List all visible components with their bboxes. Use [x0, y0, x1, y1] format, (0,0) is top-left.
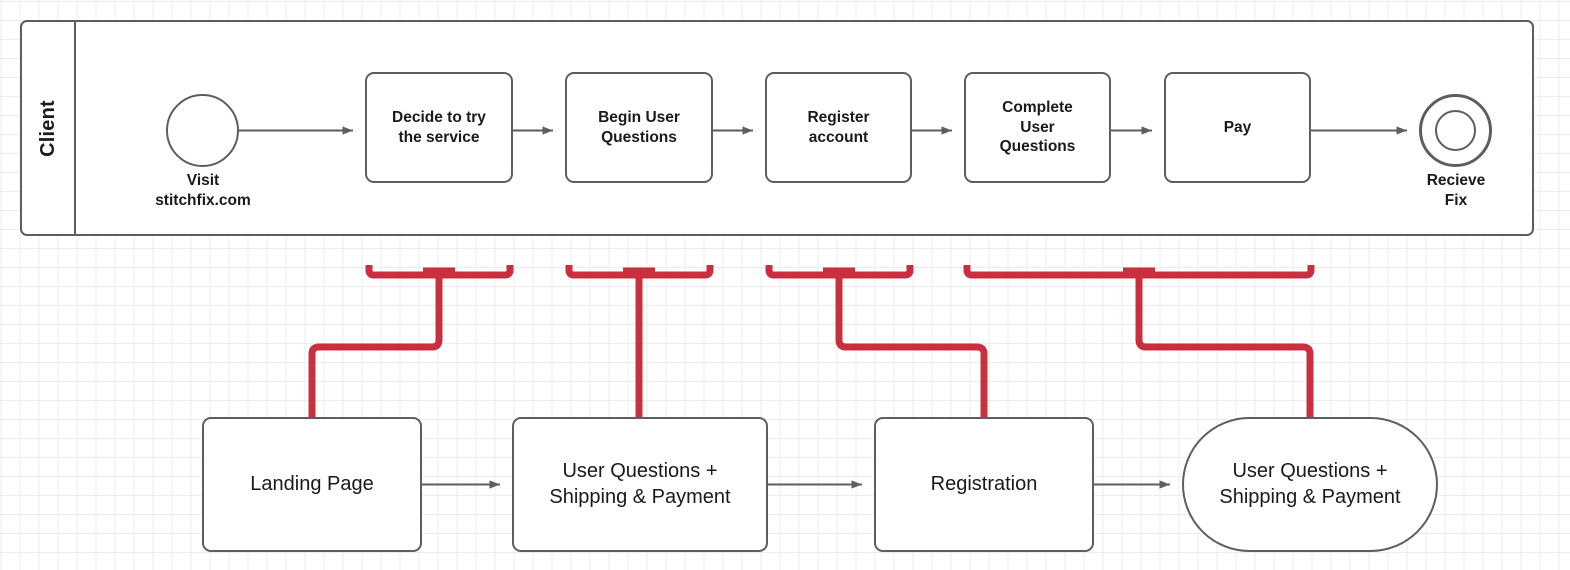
bracket-2-span[interactable] [565, 265, 714, 279]
task-begin-user-questions[interactable]: Begin User Questions [565, 72, 713, 183]
screen-registration[interactable]: Registration [874, 417, 1094, 552]
swimlane-lane-label: Client [36, 99, 59, 157]
start-event-circle[interactable] [166, 94, 239, 167]
swimlane-lane-header[interactable]: Client [22, 22, 76, 234]
bracket-4-span[interactable] [963, 265, 1315, 279]
screen-landing-page[interactable]: Landing Page [202, 417, 422, 552]
screen-user-questions-shipping-payment-1[interactable]: User Questions + Shipping & Payment [512, 417, 768, 552]
bracket-1-span[interactable] [365, 265, 514, 279]
task-pay[interactable]: Pay [1164, 72, 1311, 183]
end-event-inner-circle [1435, 110, 1476, 151]
task-decide-to-try-the-service[interactable]: Decide to try the service [365, 72, 513, 183]
bracket-3-span[interactable] [765, 265, 914, 279]
task-register-account[interactable]: Register account [765, 72, 912, 183]
bracket-3-leader[interactable] [835, 275, 988, 417]
start-event-label: Visit stitchfix.com [155, 172, 251, 209]
bracket-4-leader[interactable] [1135, 275, 1314, 417]
task-complete-user-questions[interactable]: Complete User Questions [964, 72, 1111, 183]
bracket-1-leader[interactable] [308, 275, 443, 417]
annotation-brackets [308, 265, 1315, 417]
screen-user-questions-shipping-payment-2[interactable]: User Questions + Shipping & Payment [1182, 417, 1438, 552]
end-event-label: Recieve Fix [1426, 172, 1486, 209]
